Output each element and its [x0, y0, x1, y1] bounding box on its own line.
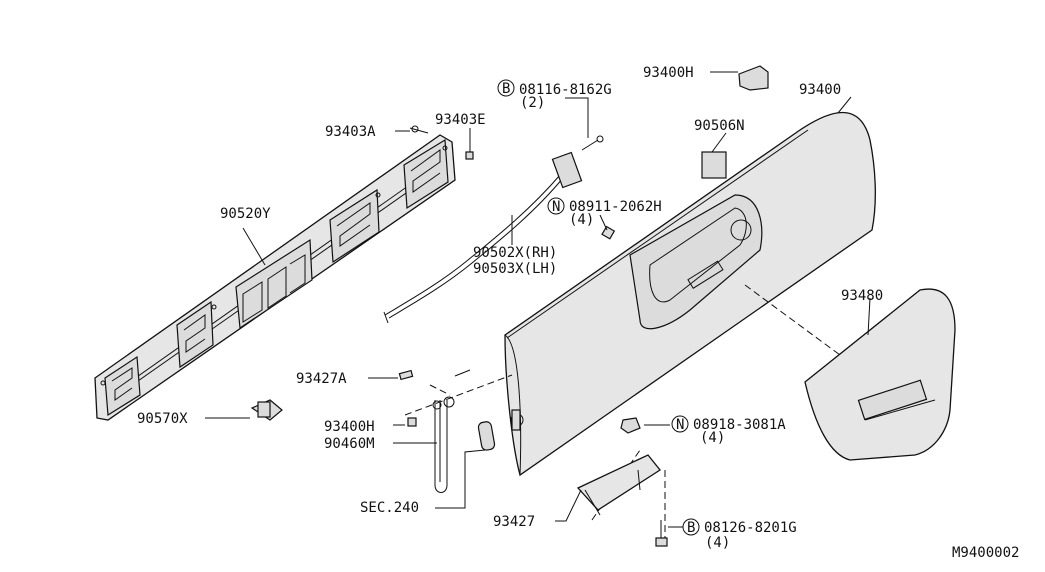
marker-N-1: N — [552, 199, 560, 215]
bolt-marker-icon — [682, 518, 700, 536]
label-08918: 08918-3081A — [693, 417, 786, 433]
bumper-90506N — [701, 151, 727, 179]
label-08911-qty: (4) — [569, 212, 594, 228]
bolt-marker-icon — [497, 79, 515, 97]
bolt-08126 — [655, 520, 668, 547]
label-90502X: 90502X(RH) — [473, 245, 557, 261]
decal-strip-90520Y — [94, 134, 456, 421]
label-93427A: 93427A — [296, 371, 347, 387]
handle-bezel-93480 — [804, 288, 956, 461]
screw-93403A — [409, 125, 429, 134]
cable-90460M — [407, 396, 455, 493]
label-08911: 08911-2062H — [569, 199, 662, 215]
plug-sec240 — [477, 421, 496, 451]
nut-93403E — [465, 151, 474, 160]
label-93400H-mid: 93400H — [324, 419, 375, 435]
label-93403A: 93403A — [325, 124, 376, 140]
label-93427: 93427 — [493, 514, 535, 530]
label-90460M: 90460M — [324, 436, 375, 452]
hinge-93427 — [576, 454, 661, 516]
label-08126-qty: (4) — [705, 535, 730, 551]
nut-08911 — [601, 225, 616, 240]
label-08918-qty: (4) — [700, 430, 725, 446]
label-08116: 08116-8162G — [519, 82, 612, 98]
marker-B-2: B — [687, 520, 695, 536]
label-93400: 93400 — [799, 82, 841, 98]
clip-93400H-top — [738, 65, 769, 91]
nut-08918 — [620, 417, 641, 434]
label-90520Y: 90520Y — [220, 206, 271, 222]
diagram-code: M9400002 — [952, 545, 1019, 561]
label-08126: 08126-8201G — [704, 520, 797, 536]
grommet-90570X — [250, 399, 283, 421]
label-90570X: 90570X — [137, 411, 188, 427]
marker-N-2: N — [676, 417, 684, 433]
label-93480: 93480 — [841, 288, 883, 304]
marker-B-1: B — [502, 81, 510, 97]
screw-93427A — [398, 369, 471, 381]
label-93403E: 93403E — [435, 112, 486, 128]
latch-rod-90502X — [383, 135, 604, 324]
nut-marker-icon — [671, 415, 689, 433]
label-93400H-top: 93400H — [643, 65, 694, 81]
label-08116-qty: (2) — [520, 95, 545, 111]
nut-marker-icon — [547, 197, 565, 215]
label-90506N: 90506N — [694, 118, 745, 134]
tailgate-93400 — [504, 112, 876, 477]
label-sec240: SEC.240 — [360, 500, 419, 516]
label-90503X: 90503X(LH) — [473, 261, 557, 277]
